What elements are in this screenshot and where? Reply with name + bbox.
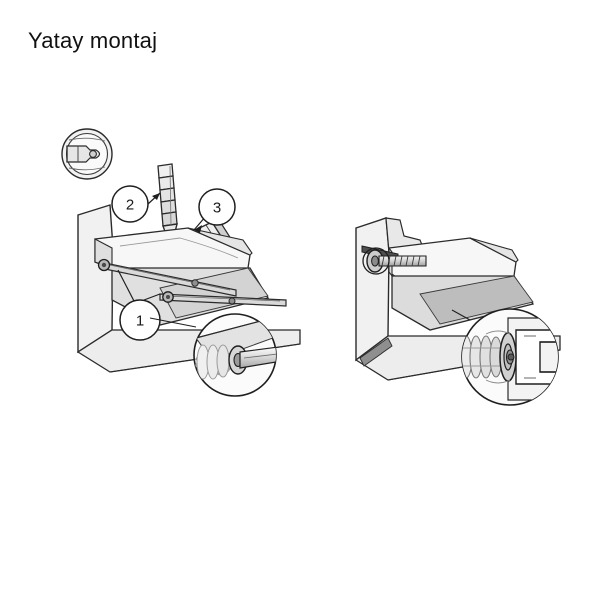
left-panel-exploded-view: 1 2 3 [61,128,301,397]
screw-rail-upper [97,258,237,297]
callout-2[interactable]: 2 [111,185,149,223]
callout-2-label: 2 [126,197,134,214]
callout-3-label: 3 [213,200,221,217]
screw-detail-zoom-left [149,313,277,397]
callout-1[interactable]: 1 [119,299,161,341]
callout-1-label: 1 [136,313,144,330]
page-title: Yatay montaj [28,28,158,53]
callout-arrowheads-left [152,193,202,233]
screw-thread-detail-zoom-right [451,308,559,406]
callout-3[interactable]: 3 [198,188,236,226]
thread-coils [462,335,503,379]
right-panel-assembled-view [354,217,561,406]
inserted-screw-right [361,245,427,275]
cam-lock-disc-icon [61,128,113,180]
bracket-body-right [354,217,561,381]
screw-rail-lower [159,291,287,307]
